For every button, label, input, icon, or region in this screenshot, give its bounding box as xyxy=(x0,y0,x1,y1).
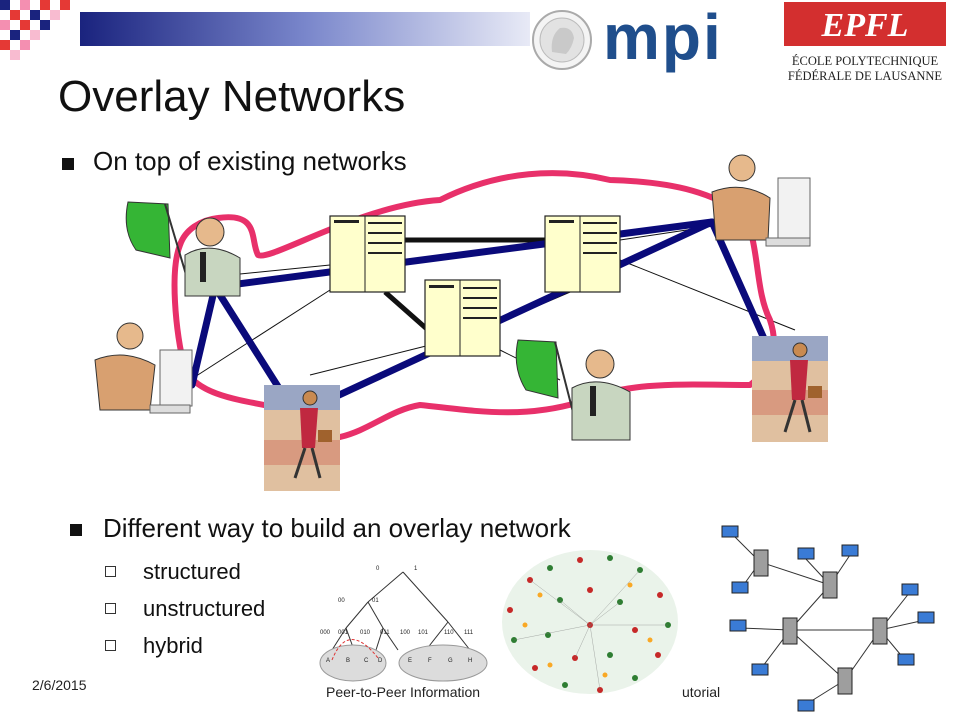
tree-node-label: 00 xyxy=(338,598,345,604)
monitor-icon xyxy=(721,525,935,712)
tree-node-label: 011 xyxy=(380,630,390,636)
server-link xyxy=(383,290,430,332)
subitem-hybrid: hybrid xyxy=(143,633,203,658)
tree-leaf-label: C xyxy=(364,658,369,664)
walking-woman-icon xyxy=(264,385,340,491)
subitem-marker xyxy=(105,603,116,614)
person-at-computer-icon xyxy=(711,154,811,247)
server-icon xyxy=(544,215,621,293)
physical-network-ring xyxy=(171,170,777,441)
tree-leaf-label: A xyxy=(326,658,330,664)
mpi-logo: mpi xyxy=(603,1,723,73)
tree-leaf-label: F xyxy=(428,658,432,664)
presenter-icon xyxy=(515,339,631,441)
tree-node-label: 000 xyxy=(320,630,331,636)
tree-node-label: 100 xyxy=(400,630,411,636)
walking-woman-icon xyxy=(752,336,828,442)
bullet-on-top: On top of existing networks xyxy=(93,146,407,176)
epfl-line2: FÉDÉRALE DE LAUSANNE xyxy=(787,69,943,83)
hybrid-network-diagram xyxy=(721,525,935,712)
footer-right-text: utorial xyxy=(682,684,721,700)
epfl-line1: ÉCOLE POLYTECHNIQUE xyxy=(791,54,939,68)
subitem-marker xyxy=(105,566,116,577)
footer-date: 2/6/2015 xyxy=(32,677,87,693)
bullet-overlay-types: Different way to build an overlay networ… xyxy=(103,513,571,543)
structured-tree-diagram: 0 1 00 01 000 001 010 011 100 101 110 11… xyxy=(318,550,488,690)
tree-node-label: 110 xyxy=(444,630,454,636)
tree-node-label: 101 xyxy=(418,630,429,636)
tree-node-label: 001 xyxy=(338,630,349,636)
checker-decoration xyxy=(0,0,70,60)
presenter-icon xyxy=(125,201,241,297)
footer-left-text: Peer-to-Peer Information xyxy=(326,684,481,700)
unstructured-network-cloud xyxy=(490,540,690,700)
epfl-logo: EPFL ÉCOLE POLYTECHNIQUE FÉDÉRALE DE LAU… xyxy=(784,2,946,83)
tree-leaf-label: G xyxy=(448,658,453,664)
header-gradient-bar xyxy=(80,12,530,46)
server-icon xyxy=(753,549,888,695)
subitem-unstructured: unstructured xyxy=(143,596,266,621)
tree-node-label: 01 xyxy=(372,598,379,604)
subitem-structured: structured xyxy=(143,559,241,584)
tree-leaf-label: B xyxy=(346,658,350,664)
tree-node-label: 0 xyxy=(376,566,380,572)
server-icon xyxy=(329,215,406,293)
subitem-marker xyxy=(105,640,116,651)
tree-leaf-label: E xyxy=(408,658,412,664)
tree-node-label: 010 xyxy=(360,630,371,636)
overlay-network-diagram xyxy=(94,154,828,491)
minerva-seal-logo xyxy=(532,10,592,70)
bullet-marker xyxy=(62,158,74,170)
tree-leaf-label: H xyxy=(468,658,472,664)
page-title: Overlay Networks xyxy=(58,72,406,121)
tree-leaf-label: D xyxy=(378,658,383,664)
epfl-logo-text: EPFL xyxy=(821,7,909,44)
server-icon xyxy=(424,279,501,357)
person-at-computer-icon xyxy=(94,322,193,414)
tree-node-label: 111 xyxy=(464,630,474,636)
tree-node-label: 1 xyxy=(414,566,418,572)
bullet-marker xyxy=(70,524,82,536)
epfl-logo-mark: EPFL xyxy=(784,2,946,46)
physical-links xyxy=(189,224,796,381)
